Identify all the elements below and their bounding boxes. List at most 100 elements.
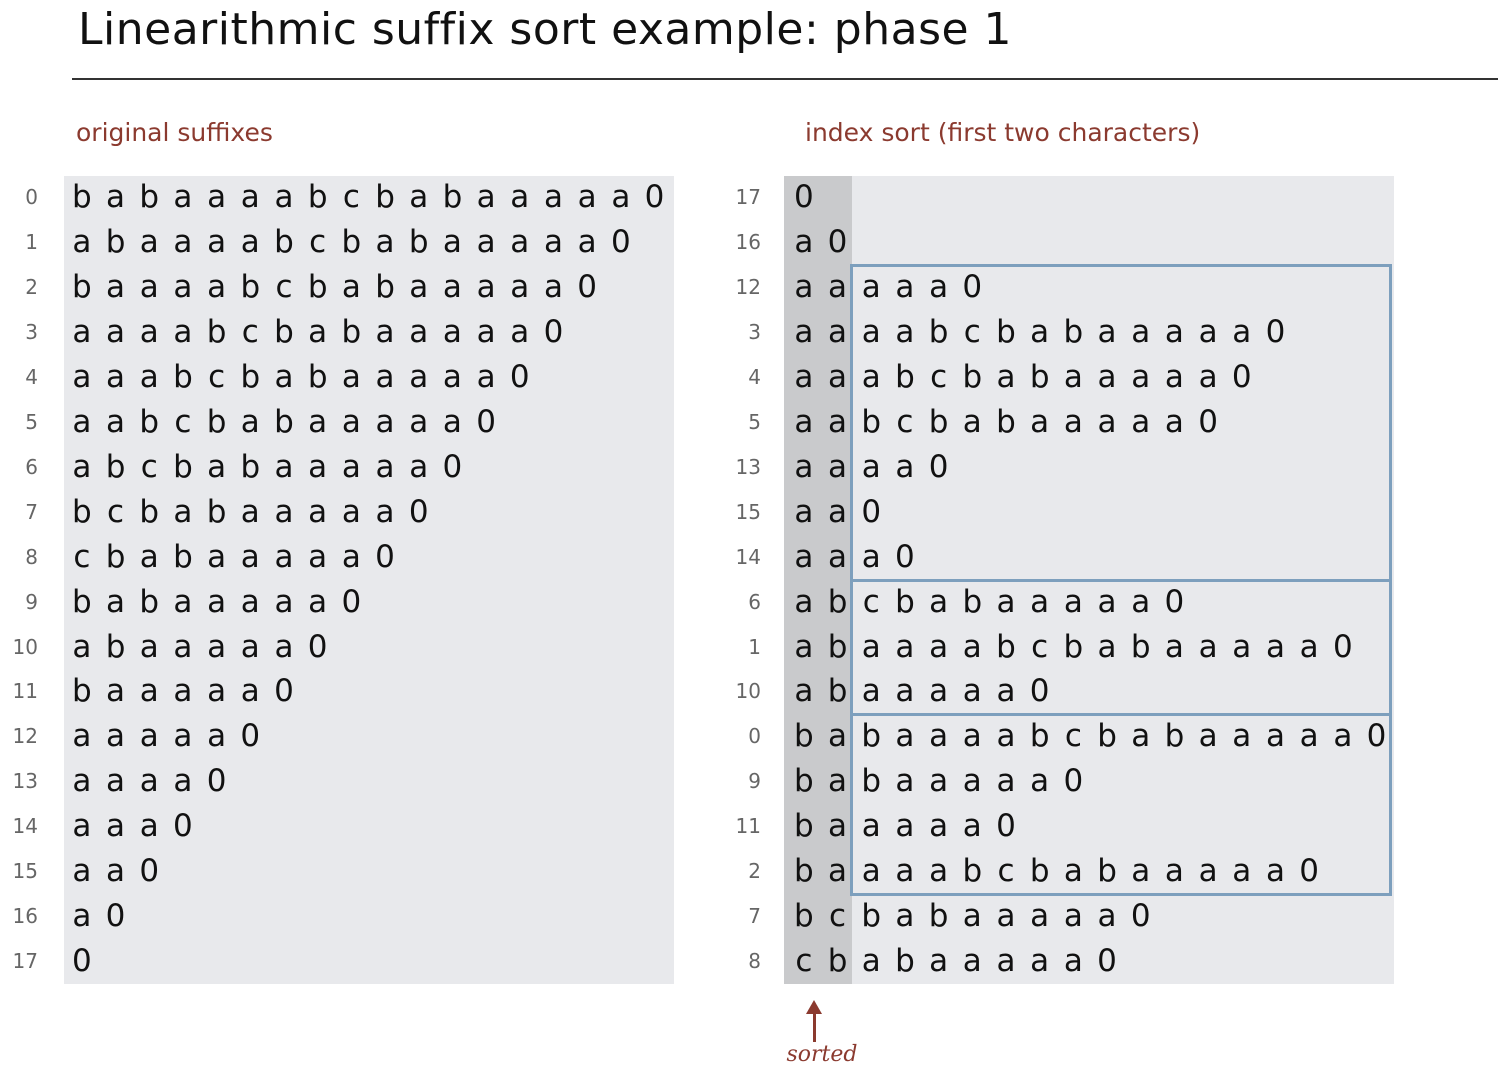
- suffix-char: 0: [341, 583, 362, 620]
- right-panel-label: index sort (first two characters): [805, 118, 1201, 147]
- suffix-char: c: [1064, 718, 1082, 755]
- suffix-char: b: [1063, 313, 1084, 350]
- suffix-char: a: [274, 583, 294, 620]
- suffix-char: a: [962, 673, 982, 710]
- suffix-char: a: [929, 628, 949, 665]
- sorted-row-index: 6: [748, 589, 761, 614]
- suffix-char: a: [962, 718, 982, 755]
- suffix-char: a: [207, 583, 227, 620]
- suffix-char: a: [106, 763, 126, 800]
- suffix-char: a: [274, 358, 294, 395]
- suffix-char: b: [240, 448, 261, 485]
- suffix-char: 0: [1299, 853, 1320, 890]
- suffix-char: a: [72, 718, 92, 755]
- suffix-char: a: [996, 583, 1016, 620]
- suffix-char: a: [929, 808, 949, 845]
- suffix-char: a: [895, 448, 915, 485]
- suffix-char: c: [241, 313, 259, 350]
- suffix-char: a: [1265, 718, 1285, 755]
- original-row-index: 11: [12, 679, 38, 704]
- suffix-char: 0: [1198, 403, 1218, 440]
- suffix-char: a: [1198, 853, 1218, 890]
- suffix-char: a: [895, 898, 915, 935]
- suffix-char: b: [72, 583, 92, 620]
- suffix-char: a: [861, 628, 881, 665]
- suffix-char: a: [1232, 313, 1252, 350]
- suffix-char: 0: [610, 223, 631, 260]
- suffix-char: 0: [307, 628, 328, 665]
- suffix-char: a: [72, 403, 92, 440]
- suffix-char: a: [139, 808, 159, 845]
- suffix-char: a: [139, 313, 159, 350]
- suffix-char: a: [106, 179, 126, 215]
- page-title: Linearithmic suffix sort example: phase …: [78, 4, 1013, 55]
- suffix-char: a: [173, 493, 193, 530]
- suffix-char: b: [240, 268, 261, 305]
- suffix-char: 0: [1366, 718, 1387, 755]
- suffix-char: b: [1029, 358, 1050, 395]
- suffix-char: a: [929, 583, 949, 620]
- suffix-char: b: [996, 313, 1016, 350]
- original-row-index: 4: [25, 364, 38, 389]
- suffix-char: a: [442, 223, 462, 260]
- suffix-char: a: [828, 853, 848, 890]
- suffix-char: b: [139, 493, 160, 530]
- sorted-row-index: 4: [748, 364, 761, 389]
- suffix-char: a: [207, 538, 227, 575]
- suffix-char: 0: [509, 358, 530, 395]
- suffix-char: a: [794, 448, 814, 485]
- suffix-char: a: [996, 358, 1016, 395]
- suffix-char: a: [375, 223, 395, 260]
- suffix-char: b: [274, 403, 294, 440]
- suffix-char: b: [341, 223, 362, 260]
- suffix-char: 0: [928, 448, 949, 485]
- suffix-char: a: [828, 403, 848, 440]
- suffix-char: a: [929, 763, 949, 800]
- suffix-char: b: [794, 853, 814, 890]
- suffix-char: a: [1030, 763, 1050, 800]
- suffix-char: a: [476, 223, 496, 260]
- sorted-row-index: 3: [748, 319, 761, 344]
- suffix-char: a: [861, 853, 881, 890]
- suffix-char: a: [794, 313, 814, 350]
- suffix-char: 0: [1029, 673, 1050, 710]
- suffix-char: a: [173, 268, 193, 305]
- suffix-char: a: [1164, 628, 1184, 665]
- suffix-char: a: [341, 358, 361, 395]
- original-row-index: 14: [12, 814, 38, 839]
- suffix-char: 0: [996, 808, 1016, 845]
- suffix-char: a: [409, 179, 429, 215]
- suffix-char: a: [1333, 718, 1353, 755]
- suffix-char: a: [962, 898, 982, 935]
- suffix-char: a: [794, 538, 814, 575]
- suffix-char: a: [828, 313, 848, 350]
- suffix-char: a: [442, 313, 462, 350]
- suffix-char: a: [274, 538, 294, 575]
- suffix-char: 0: [71, 943, 92, 980]
- suffix-char: 0: [827, 223, 848, 260]
- suffix-char: b: [72, 179, 92, 215]
- suffix-char: a: [1164, 403, 1184, 440]
- suffix-char: a: [794, 223, 814, 260]
- suffix-char: a: [106, 673, 126, 710]
- original-row-index: 17: [12, 949, 38, 974]
- suffix-char: a: [543, 268, 563, 305]
- suffix-char: a: [1030, 898, 1050, 935]
- suffix-char: c: [1031, 628, 1049, 665]
- suffix-char: b: [375, 268, 395, 305]
- suffix-char: a: [895, 673, 915, 710]
- suffix-char: a: [794, 358, 814, 395]
- suffix-char: b: [928, 403, 949, 440]
- suffix-char: b: [1097, 718, 1117, 755]
- suffix-char: a: [72, 223, 92, 260]
- suffix-char: a: [139, 223, 159, 260]
- suffix-char: a: [240, 403, 260, 440]
- suffix-char: b: [962, 358, 983, 395]
